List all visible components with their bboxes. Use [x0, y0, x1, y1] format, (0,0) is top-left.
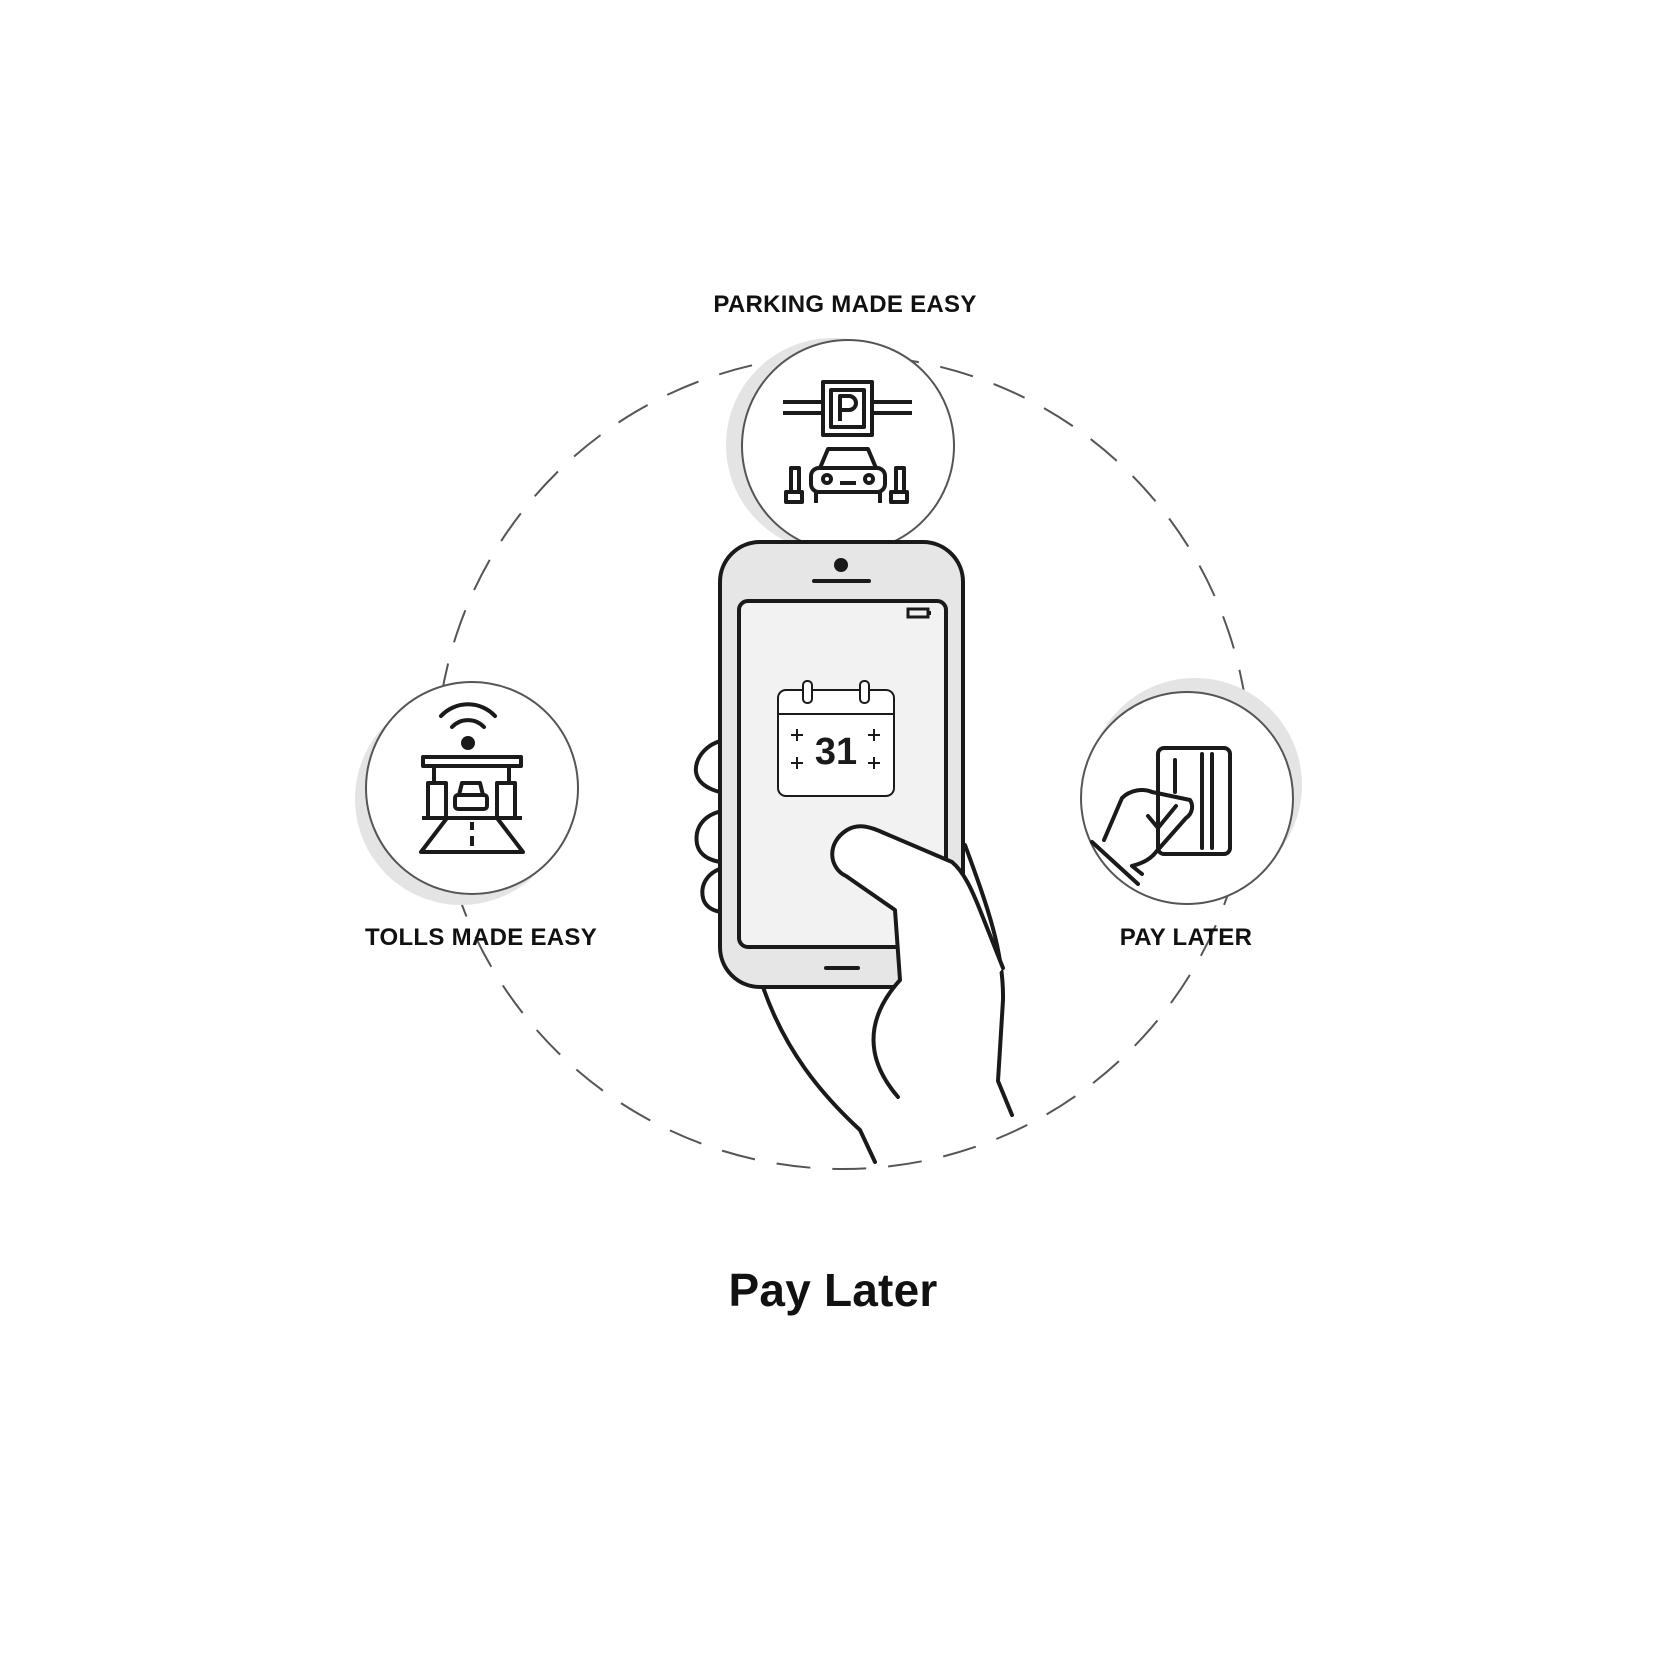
- caption-title: Pay Later: [728, 1264, 938, 1316]
- calendar-icon: 31: [777, 680, 895, 797]
- calendar-day: 31: [815, 731, 857, 773]
- parking-icon: [783, 380, 912, 504]
- pay-later-node: [1080, 678, 1302, 905]
- parking-label: PARKING MADE EASY: [713, 291, 977, 318]
- toll-booth-icon: [419, 702, 525, 854]
- pay-card-icon: [1090, 746, 1232, 886]
- pay-later-label: PAY LATER: [1119, 924, 1253, 951]
- tolls-node: [355, 681, 579, 905]
- phone-illustration: 31: [693, 540, 1014, 1164]
- tolls-label: TOLLS MADE EASY: [364, 924, 598, 951]
- thumb: [830, 824, 1005, 1099]
- parking-node: [726, 338, 955, 553]
